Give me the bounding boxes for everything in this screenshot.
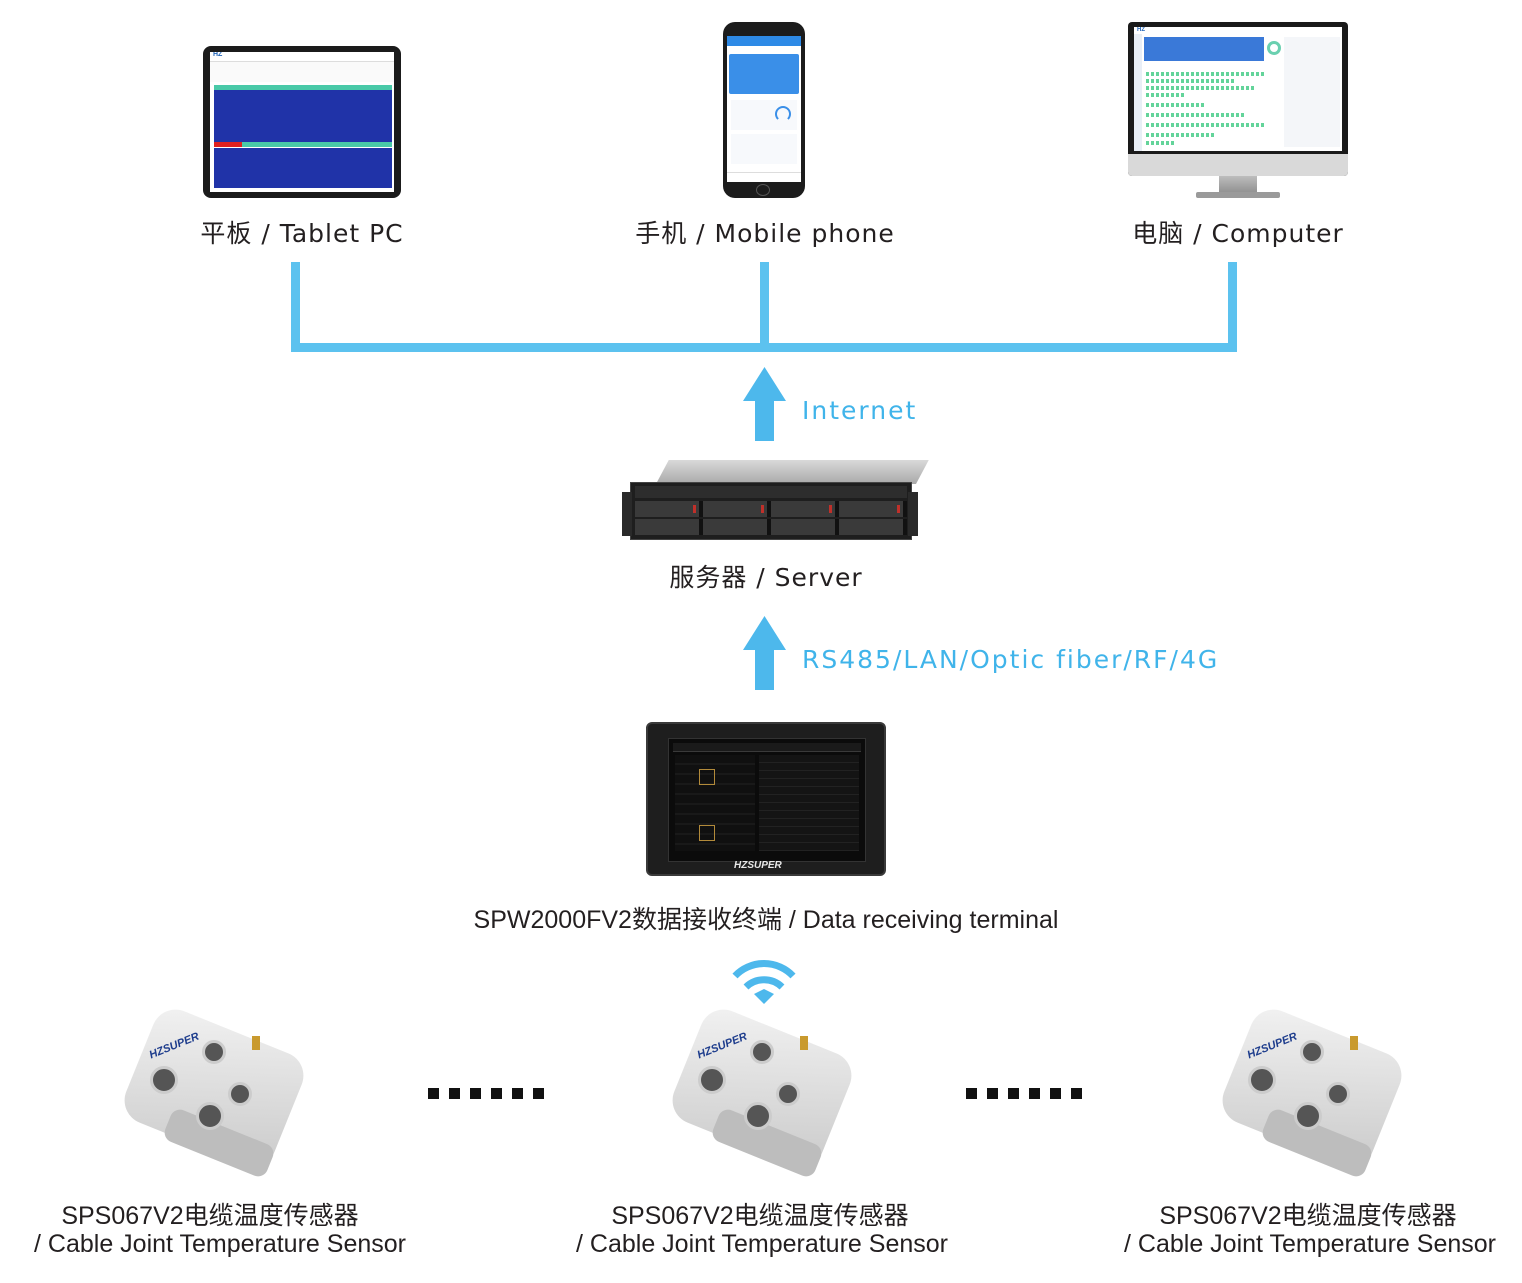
- tablet-label: 平板 / Tablet PC: [200, 219, 404, 248]
- sensor-device: HZSUPER: [665, 1002, 859, 1180]
- sensor-device: HZSUPER: [1215, 1002, 1409, 1180]
- tablet-screen: HZ: [210, 52, 394, 192]
- tablet-device: HZ: [203, 46, 401, 198]
- internet-label: Internet: [802, 396, 918, 425]
- link-label: RS485/LAN/Optic fiber/RF/4G: [802, 645, 1220, 674]
- up-arrow-icon: [743, 367, 786, 441]
- sensor-model-label: SPS067V2电缆温度传感器: [61, 1202, 359, 1230]
- sensor-name-label: / Cable Joint Temperature Sensor: [34, 1230, 406, 1258]
- ellipsis-separator: [966, 1088, 1082, 1099]
- phone-device: [723, 22, 805, 198]
- terminal-screen: [668, 738, 866, 862]
- wifi-icon: [732, 960, 796, 1004]
- sensor-name-label: / Cable Joint Temperature Sensor: [1124, 1230, 1496, 1258]
- computer-device: HZ: [1128, 22, 1348, 176]
- sensor-model-label: SPS067V2电缆温度传感器: [611, 1202, 909, 1230]
- terminal-brand: HZSUPER: [734, 860, 782, 871]
- sensor-device: HZSUPER: [117, 1002, 311, 1180]
- terminal-device: HZSUPER: [646, 722, 886, 876]
- terminal-label: SPW2000FV2数据接收终端 / Data receiving termin…: [473, 906, 1059, 934]
- phone-label: 手机 / Mobile phone: [635, 219, 895, 248]
- phone-home-button: [756, 184, 770, 196]
- ellipsis-separator: [428, 1088, 544, 1099]
- server-label: 服务器 / Server: [669, 563, 863, 592]
- server-device: [622, 460, 929, 540]
- computer-base: [1196, 192, 1280, 198]
- phone-screen: [727, 36, 801, 182]
- connector-tablet: [291, 262, 300, 352]
- computer-brand: HZ: [1137, 27, 1145, 33]
- computer-stand: [1219, 176, 1257, 194]
- computer-screen: HZ: [1134, 27, 1342, 151]
- up-arrow-icon: [743, 616, 786, 690]
- connector-phone: [760, 262, 769, 352]
- sensor-name-label: / Cable Joint Temperature Sensor: [576, 1230, 948, 1258]
- computer-label: 电脑 / Computer: [1132, 219, 1344, 248]
- connector-horizontal: [291, 343, 1237, 352]
- sensor-model-label: SPS067V2电缆温度传感器: [1159, 1202, 1457, 1230]
- tablet-brand: HZ: [213, 52, 223, 58]
- connector-computer: [1228, 262, 1237, 352]
